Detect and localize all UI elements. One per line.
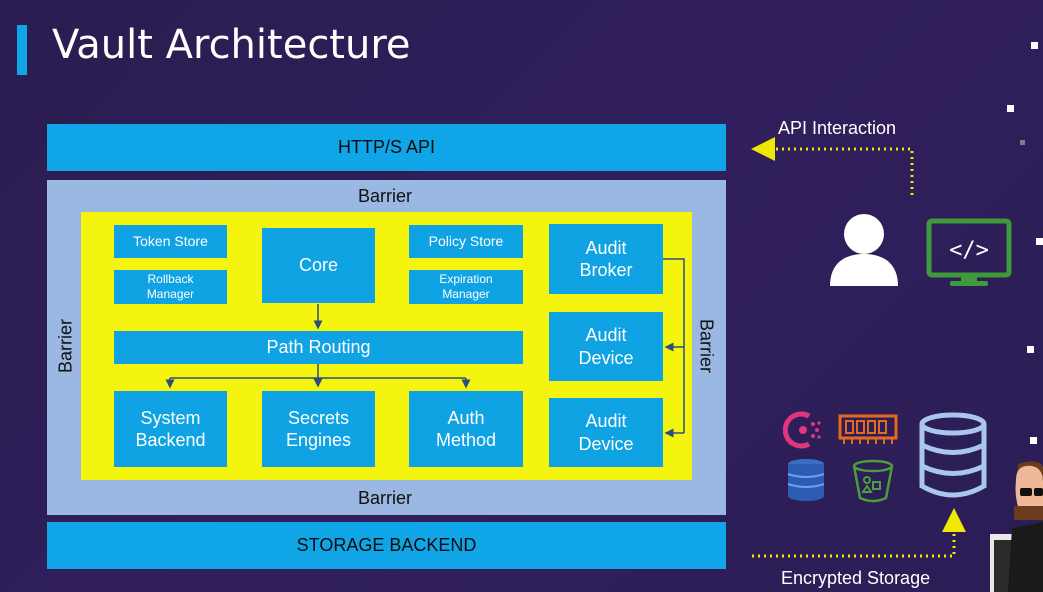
api-interaction-label: API Interaction: [778, 118, 897, 138]
decor-dot: [1020, 140, 1025, 145]
audit-broker-block: Audit Broker: [549, 224, 663, 294]
database-icon: [919, 412, 987, 498]
barrier-label-bottom: Barrier: [358, 488, 413, 508]
barrier-label-top: Barrier: [358, 186, 413, 206]
barrier-label-left: Barrier: [55, 318, 76, 374]
user-icon: [830, 214, 898, 286]
core-block: Core: [262, 228, 375, 303]
encrypted-storage-label: Encrypted Storage: [781, 568, 931, 588]
consul-icon: [783, 411, 821, 449]
code-monitor-icon: </>: [926, 218, 1012, 286]
decor-dot: [1030, 437, 1037, 444]
title-accent-bar: [17, 25, 27, 75]
dynamodb-icon: [787, 459, 825, 501]
s3-bucket-icon: [852, 459, 894, 503]
memory-icon: [838, 414, 898, 444]
decor-dot: [1027, 346, 1034, 353]
audit-device-block-2: Audit Device: [549, 398, 663, 467]
expiration-manager-block: Expiration Manager: [409, 270, 523, 304]
path-routing-block: Path Routing: [114, 331, 523, 364]
decor-dot: [1031, 42, 1038, 49]
svg-text:</>: </>: [949, 238, 989, 263]
token-store-block: Token Store: [114, 225, 227, 258]
rollback-manager-block: Rollback Manager: [114, 270, 227, 304]
system-backend-block: System Backend: [114, 391, 227, 467]
barrier-label-right: Barrier: [696, 318, 717, 374]
page-title: Vault Architecture: [52, 22, 411, 68]
secrets-engines-block: Secrets Engines: [262, 391, 375, 467]
presenter-avatar: [990, 461, 1043, 592]
decor-dot: [1036, 238, 1043, 245]
decor-dot: [1007, 105, 1014, 112]
policy-store-block: Policy Store: [409, 225, 523, 258]
audit-device-block-1: Audit Device: [549, 312, 663, 381]
auth-method-block: Auth Method: [409, 391, 523, 467]
http-api-bar: HTTP/S API: [47, 124, 726, 171]
storage-backend-bar: STORAGE BACKEND: [47, 522, 726, 569]
